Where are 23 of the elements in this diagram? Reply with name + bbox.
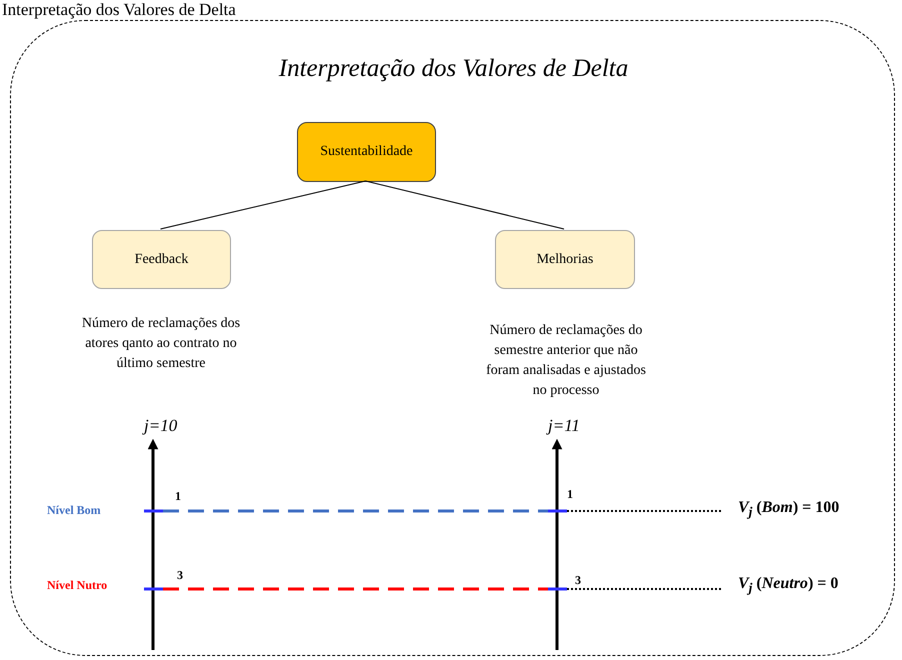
box-label: Feedback	[134, 252, 188, 268]
axis-label: j=10	[144, 416, 178, 436]
formula-label: V$_{j}$ (Bom) = 100	[738, 499, 840, 520]
box-label: Sustentabilidade	[320, 144, 413, 160]
description-text: Número de reclamações dos atores qanto ao contrato no último semestre	[80, 315, 242, 373]
category-box	[495, 230, 635, 289]
formula-label: V$_{j}$ (Neutro) = 0	[738, 575, 838, 596]
connector-line	[365, 180, 564, 230]
diagram-heading: Interpretação dos Valores de Delta	[278, 55, 630, 83]
value-label: 3	[177, 568, 183, 583]
level-label: Nível Nutro	[47, 578, 108, 593]
value-label: 1	[175, 489, 181, 504]
level-label: Nível Bom	[47, 503, 101, 518]
value-label: 1	[567, 487, 573, 502]
connector-line	[160, 180, 366, 230]
description-text: Número de reclamações do semestre anterior que não foram analisadas e ajustados no processo	[486, 322, 646, 400]
page-title: Interpretação dos Valores de Delta	[2, 0, 236, 19]
dashed-frame	[10, 20, 895, 656]
box-label: Melhorias	[536, 252, 594, 268]
category-box	[92, 230, 231, 289]
axis-label: j=11	[548, 416, 580, 436]
value-label: 3	[575, 573, 581, 588]
category-box	[297, 122, 436, 182]
